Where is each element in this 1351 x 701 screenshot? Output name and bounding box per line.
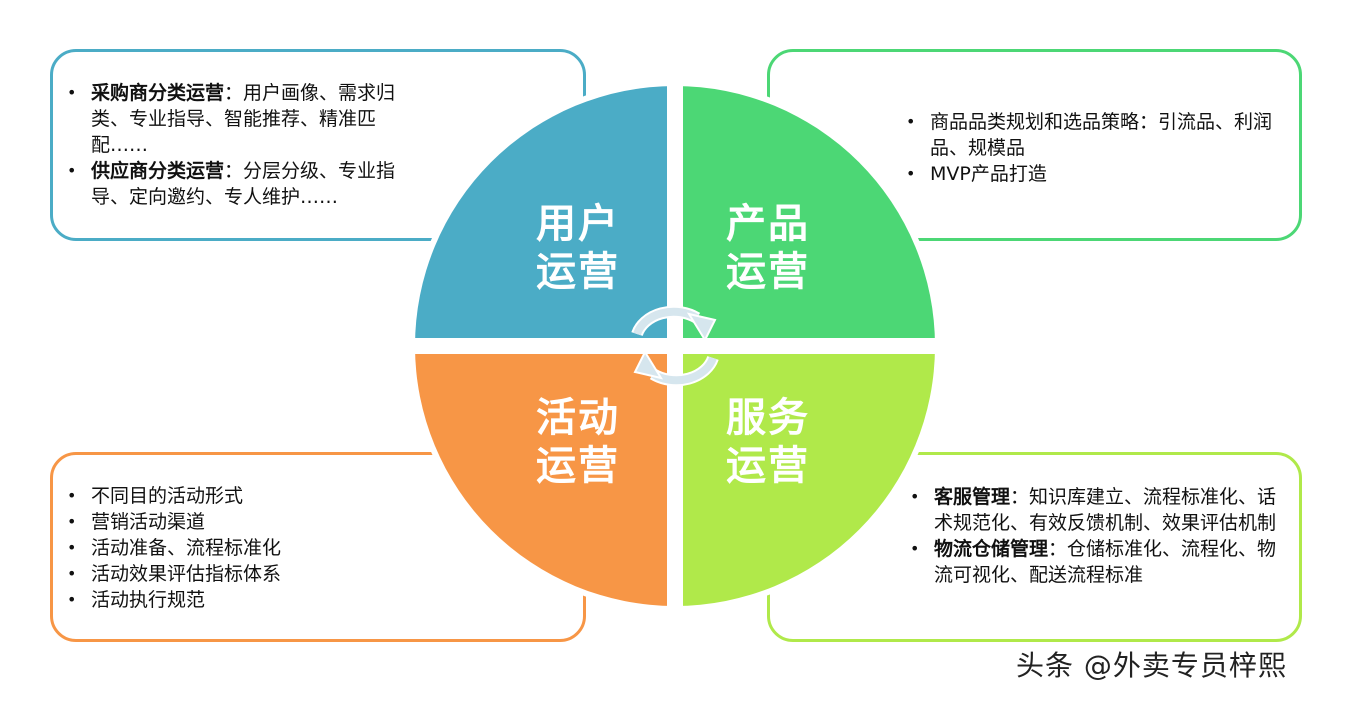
label-line: 产品	[726, 201, 810, 247]
list-item: MVP产品打造	[906, 161, 1281, 187]
quadrant-user-operations: 用户 运营	[415, 86, 667, 338]
list-item: 客服管理：知识库建立、流程标准化、话术规范化、有效反馈机制、效果评估机制	[910, 484, 1280, 536]
item-bold-label: 供应商分类运营	[91, 160, 225, 182]
item-text: ：用户画像、需求归类、专业指导、智能推荐、精准匹配……	[91, 82, 396, 156]
item-bold-label: 采购商分类运营	[91, 82, 225, 104]
item-text: 活动准备、流程标准化	[91, 537, 282, 559]
item-text: ：知识库建立、流程标准化、话术规范化、有效反馈机制、效果评估机制	[934, 486, 1277, 534]
label-line: 运营	[726, 249, 810, 295]
item-text: 活动执行规范	[91, 589, 206, 611]
item-text: 不同目的活动形式	[91, 485, 244, 507]
list-item: 商品品类规划和选品策略：引流品、利润品、规模品	[906, 109, 1281, 161]
item-text: ：分层分级、专业指导、定向邀约、专人维护……	[91, 160, 396, 208]
quadrant-product-operations: 产品 运营	[683, 86, 935, 338]
item-text: 营销活动渠道	[91, 511, 206, 533]
user-operations-list: 采购商分类运营：用户画像、需求归类、专业指导、智能推荐、精准匹配…… 供应商分类…	[67, 80, 407, 210]
activity-operations-list: 不同目的活动形式 营销活动渠道 活动准备、流程标准化 活动效果评估指标体系 活动…	[67, 483, 407, 613]
label-line: 活动	[536, 395, 620, 441]
list-item: 活动准备、流程标准化	[67, 535, 407, 561]
label-line: 用户	[536, 201, 620, 247]
item-text: 活动效果评估指标体系	[91, 563, 282, 585]
operations-circle: 用户 运营 产品 运营 活动 运营 服务 运营	[415, 86, 935, 606]
list-item: 不同目的活动形式	[67, 483, 407, 509]
list-item: 营销活动渠道	[67, 509, 407, 535]
item-bold-label: 物流仓储管理	[934, 538, 1049, 560]
label-line: 运营	[726, 443, 810, 489]
list-item: 物流仓储管理：仓储标准化、流程化、物流可视化、配送流程标准	[910, 536, 1280, 588]
list-item: 活动执行规范	[67, 587, 407, 613]
quadrant-activity-operations: 活动 运营	[415, 354, 667, 606]
label-line: 运营	[536, 249, 620, 295]
service-operations-list: 客服管理：知识库建立、流程标准化、话术规范化、有效反馈机制、效果评估机制 物流仓…	[910, 484, 1280, 588]
quadrant-service-operations: 服务 运营	[683, 354, 935, 606]
item-text: 商品品类规划和选品策略：引流品、利润品、规模品	[930, 111, 1273, 159]
list-item: 采购商分类运营：用户画像、需求归类、专业指导、智能推荐、精准匹配……	[67, 80, 407, 158]
item-bold-label: 客服管理	[934, 486, 1011, 508]
product-operations-list: 商品品类规划和选品策略：引流品、利润品、规模品 MVP产品打造	[906, 109, 1281, 187]
item-text: ：仓储标准化、流程化、物流可视化、配送流程标准	[934, 538, 1277, 586]
cycle-arrows-icon	[631, 305, 719, 387]
item-text: MVP产品打造	[930, 163, 1047, 185]
quadrant-label: 活动 运营	[536, 394, 620, 490]
quadrant-label: 用户 运营	[536, 200, 620, 296]
quadrant-label: 服务 运营	[726, 394, 810, 490]
list-item: 活动效果评估指标体系	[67, 561, 407, 587]
quadrant-label: 产品 运营	[726, 200, 810, 296]
label-line: 运营	[536, 443, 620, 489]
list-item: 供应商分类运营：分层分级、专业指导、定向邀约、专人维护……	[67, 158, 407, 210]
label-line: 服务	[726, 395, 810, 441]
watermark: 头条 @外卖专员梓熙	[1016, 649, 1287, 682]
